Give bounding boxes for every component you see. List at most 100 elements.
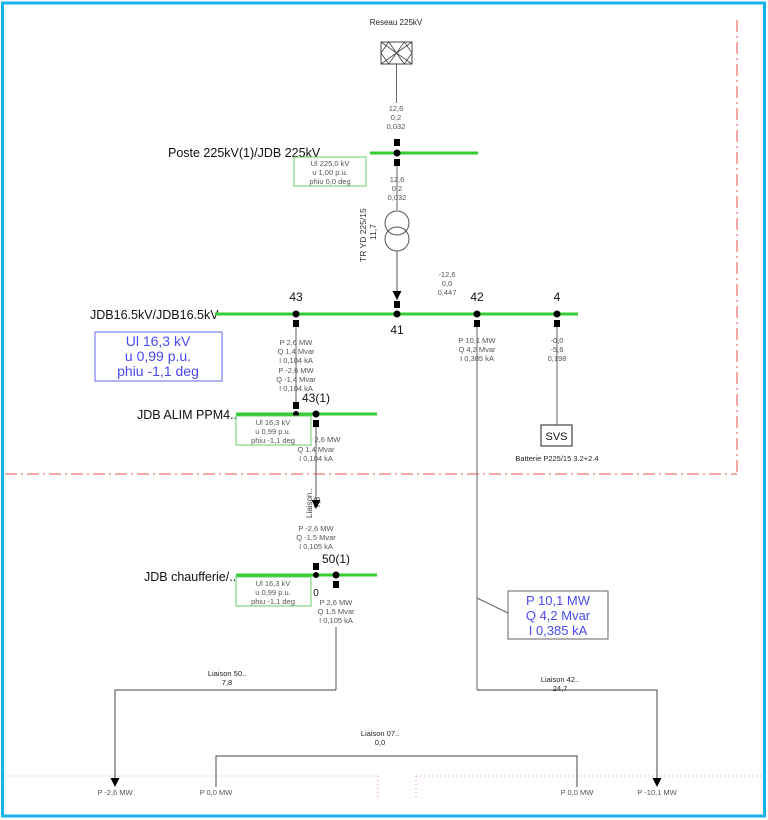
bus-node-dot: [312, 410, 320, 418]
bus-chaufferie-name[interactable]: JDB chaufferie/..: [144, 570, 236, 584]
svg-text:0,032: 0,032: [387, 122, 406, 131]
bus-chaufferie-results-box: [235, 576, 312, 607]
breaker-icon[interactable]: [313, 563, 319, 570]
liaison-vertical-name[interactable]: Liaison..: [305, 488, 314, 518]
breaker-icon[interactable]: [554, 320, 560, 327]
breaker-icon[interactable]: [394, 159, 400, 166]
bus-225-pu: u 1,00 p.u.: [312, 168, 347, 177]
node-42-label: 42: [470, 290, 484, 304]
svs-name: Batterie P225/15 3.2+2.4: [515, 454, 598, 463]
flow-arrow-icon: [652, 778, 662, 787]
transformer-name[interactable]: TR YD 225/15: [358, 208, 368, 262]
node-0-label: 0: [313, 588, 319, 599]
zone-boundary-upper: [5, 20, 738, 475]
flow-arrow-icon: [110, 778, 120, 787]
svg-text:I 0,104 kA: I 0,104 kA: [279, 384, 313, 393]
liaison-42-line[interactable]: [477, 689, 658, 778]
svg-text:Q 4,2 Mvar: Q 4,2 Mvar: [458, 345, 496, 354]
grid-source-label: Reseau 225kV: [370, 18, 423, 27]
ppm4-out-flow: P 2,6 MW Q 1,4 Mvar I 0,104 kA: [297, 435, 341, 463]
svg-text:P -2,6 MW: P -2,6 MW: [278, 366, 314, 375]
feeder-4-flow: -0,0 -5,6 0,198: [548, 336, 567, 363]
transformer-loading: 11,7: [368, 224, 378, 240]
ppm4-in-flow: P -2,6 MW Q -1,4 Mvar I 0,104 kA: [276, 366, 316, 393]
svg-text:Q 1,4 Mvar: Q 1,4 Mvar: [297, 445, 335, 454]
svg-text:I 0,385 kA: I 0,385 kA: [460, 354, 494, 363]
callout-42-box: [507, 590, 609, 640]
chaufferie-out-flow: P 2,6 MW Q 1,5 Mvar I 0,105 kA: [317, 598, 355, 625]
callout-leader: [476, 597, 509, 614]
node-50-1-label: 50(1): [322, 552, 350, 566]
svg-text:12,6: 12,6: [390, 175, 405, 184]
svg-text:P -2,6 MW: P -2,6 MW: [298, 524, 334, 533]
svs-icon[interactable]: SVS: [540, 424, 573, 447]
liaison-50-line[interactable]: [114, 689, 336, 778]
zone-boundary-lower: [5, 775, 762, 798]
breaker-icon[interactable]: [313, 420, 319, 427]
bus-16-5-voltage: Ul 16,3 kV: [126, 333, 191, 349]
bottom-flow-4: P -10,1 MW: [637, 788, 677, 797]
node-43-1-label: 43(1): [302, 391, 330, 405]
bus-225-angle: phiu 0,0 deg: [309, 177, 350, 186]
svg-text:P 2,6 MW: P 2,6 MW: [280, 338, 314, 347]
liaison-42-name: Liaison 42..: [541, 675, 579, 684]
svg-text:I 0,105 kA: I 0,105 kA: [319, 616, 353, 625]
two-winding-transformer-icon[interactable]: [384, 210, 410, 252]
bus-225-voltage: Ul 225,0 kV: [311, 159, 350, 168]
liaison-07-line[interactable]: [215, 755, 578, 787]
bus-16-5-angle: phiu -1,1 deg: [117, 363, 199, 379]
flow-arrow-icon: [311, 500, 321, 509]
liaison-50-loading: 7,8: [222, 678, 232, 687]
svg-text:0,032: 0,032: [388, 193, 407, 202]
bus-ppm4-voltage: Ul 16,3 kV: [256, 418, 291, 427]
svg-text:-5,6: -5,6: [551, 345, 564, 354]
bus-ppm4-angle: phiu -1,1 deg: [251, 436, 295, 445]
bus-node-dot: [393, 310, 401, 318]
svg-text:0,0: 0,0: [442, 279, 452, 288]
svg-text:0,2: 0,2: [392, 184, 402, 193]
breaker-icon[interactable]: [293, 320, 299, 327]
callout-42-q: Q 4,2 Mvar: [526, 608, 591, 623]
bus-ppm4-name[interactable]: JDB ALIM PPM4..: [137, 408, 237, 422]
bus-ppm4-results-box: [235, 415, 312, 446]
svg-text:Q 1,5 Mvar: Q 1,5 Mvar: [317, 607, 355, 616]
svg-text:0,2: 0,2: [391, 113, 401, 122]
svs-label: SVS: [545, 431, 567, 443]
bus-16-5-pu: u 0,99 p.u.: [125, 348, 191, 364]
breaker-icon[interactable]: [394, 301, 400, 308]
bus-ppm4-pu: u 0,99 p.u.: [255, 427, 290, 436]
breaker-icon[interactable]: [474, 320, 480, 327]
feeder-43-flow: P 2,6 MW Q 1,4 Mvar I 0,104 kA: [277, 338, 315, 365]
callout-42-p: P 10,1 MW: [526, 593, 591, 608]
feeder-42-flow: P 10,1 MW Q 4,2 Mvar I 0,385 kA: [458, 336, 496, 363]
bus-225-name[interactable]: Poste 225kV(1)/JDB 225kV: [168, 146, 321, 160]
svg-text:-0,0: -0,0: [551, 336, 564, 345]
svg-text:-12,6: -12,6: [438, 270, 455, 279]
bus-16-5-results-box: [94, 331, 223, 382]
svg-text:12,6: 12,6: [389, 104, 404, 113]
svg-text:Q -1,5 Mvar: Q -1,5 Mvar: [296, 533, 336, 542]
node-4-label: 4: [554, 290, 561, 304]
svg-text:I 0,105 kA: I 0,105 kA: [299, 542, 333, 551]
breaker-icon[interactable]: [394, 139, 400, 146]
svg-text:Q 1,4 Mvar: Q 1,4 Mvar: [277, 347, 315, 356]
liaison-07-name: Liaison 07..: [361, 729, 399, 738]
transformer-hv-flow: 12,6 0,2 0,032: [388, 175, 407, 202]
external-grid-icon[interactable]: [380, 41, 413, 65]
bottom-flow-2: P 0,0 MW: [200, 788, 234, 797]
bus-node-dot: [393, 149, 401, 157]
svg-text:I 0,104 kA: I 0,104 kA: [299, 454, 333, 463]
breaker-icon[interactable]: [333, 581, 339, 588]
svg-text:P 2,6 MW: P 2,6 MW: [320, 598, 354, 607]
bottom-flow-3: P 0,0 MW: [561, 788, 595, 797]
liaison-07-loading: 0,0: [375, 738, 385, 747]
bus-16-5-name[interactable]: JDB16.5kV/JDB16.5kV: [90, 308, 219, 322]
chaufferie-in-flow: P -2,6 MW Q -1,5 Mvar I 0,105 kA: [296, 524, 336, 551]
bus-node-dot: [313, 572, 319, 578]
breaker-icon[interactable]: [293, 402, 299, 409]
svg-text:0,198: 0,198: [548, 354, 567, 363]
flow-arrow-icon: [392, 291, 402, 300]
callout-42-i: I 0,385 kA: [529, 623, 588, 638]
